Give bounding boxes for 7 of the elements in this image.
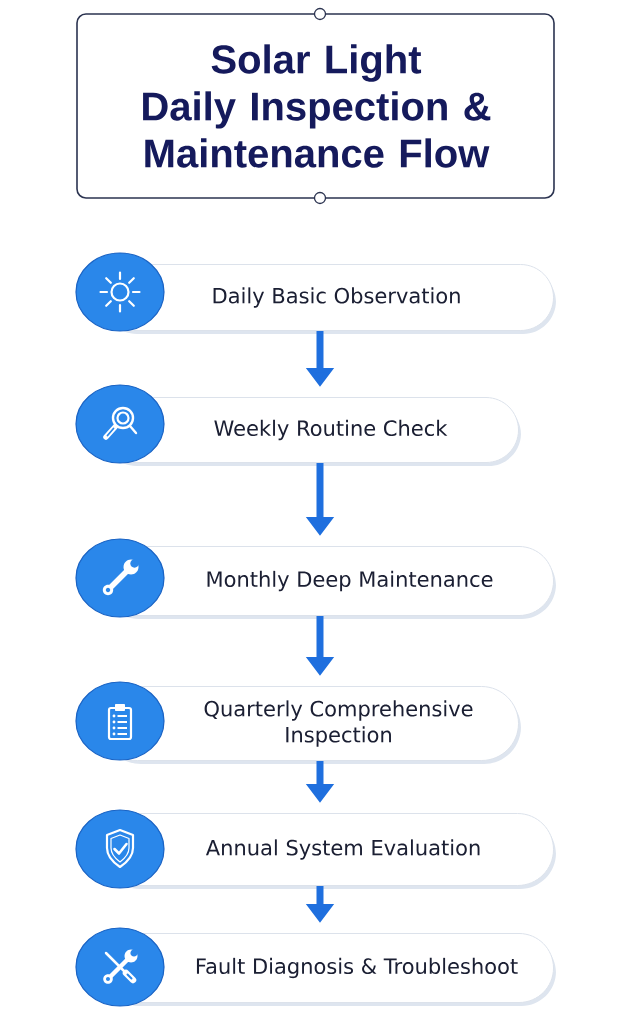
step-card: Daily Basic Observation	[75, 252, 556, 334]
step-card: Annual System Evaluation	[75, 809, 556, 889]
step-card: Quarterly Comprehensive Inspection	[75, 681, 521, 764]
step-card: Fault Diagnosis & Troubleshoot	[75, 927, 556, 1007]
title-box: Solar Light Daily Inspection & Maintenance Flow	[76, 13, 555, 199]
step-card: Weekly Routine Check	[75, 384, 521, 466]
step-card: Monthly Deep Maintenance	[75, 538, 556, 619]
